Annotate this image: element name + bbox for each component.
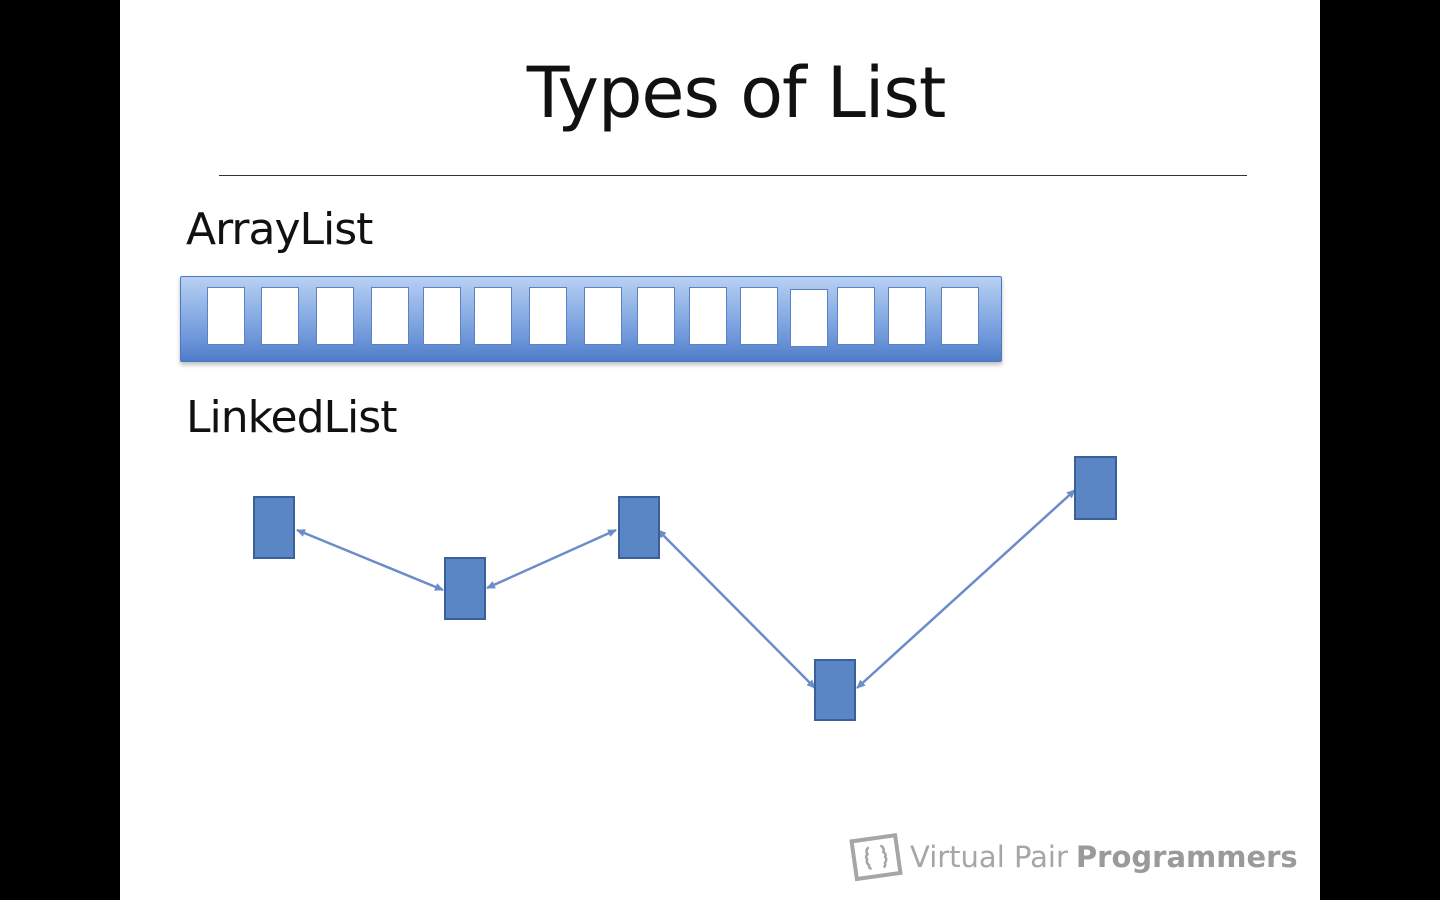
array-slot (790, 289, 828, 347)
array-slot (474, 287, 512, 345)
array-slot (207, 287, 245, 345)
brand-name-bold: Programmers (1075, 840, 1298, 874)
arraylist-label: ArrayList (186, 204, 373, 255)
array-slot (371, 287, 409, 345)
array-slot (423, 287, 461, 345)
array-slot (740, 287, 778, 345)
linkedlist-label: LinkedList (186, 392, 397, 443)
arraylist-diagram (180, 276, 1002, 362)
array-slot (941, 287, 979, 345)
pair-faces-icon (849, 833, 903, 882)
array-slot (529, 287, 567, 345)
linkedlist-diagram (253, 456, 1117, 721)
linked-node (618, 496, 660, 559)
link-arrow (856, 489, 1076, 689)
link-arrow (657, 529, 816, 689)
slide-title: Types of List (526, 52, 947, 134)
brand-name-light: Virtual Pair (910, 840, 1068, 874)
link-arrow (296, 528, 444, 592)
brand-logo: Virtual Pair Programmers (848, 830, 1298, 884)
array-slot (637, 287, 675, 345)
link-arrow (486, 528, 617, 590)
linked-node (444, 557, 486, 620)
array-slot (261, 287, 299, 345)
title-divider (219, 175, 1247, 176)
linked-node (253, 496, 295, 559)
array-slot (316, 287, 354, 345)
array-slot (584, 287, 622, 345)
linked-node (1074, 456, 1117, 520)
array-slot (837, 287, 875, 345)
slide: Types of List ArrayList LinkedList (120, 0, 1320, 900)
array-slot (689, 287, 727, 345)
linked-node (814, 659, 856, 721)
array-slot (888, 287, 926, 345)
